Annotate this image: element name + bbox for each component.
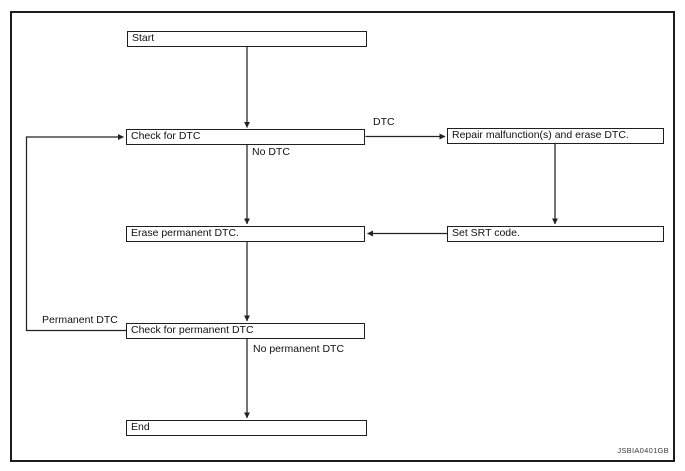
node-check-for-permanent-dtc: Check for permanent DTC — [126, 323, 365, 339]
node-end: End — [126, 420, 367, 436]
node-set-srt-code: Set SRT code. — [447, 226, 664, 242]
figure-code: JSBIA0401GB — [617, 446, 669, 455]
edge-label-permanent-dtc: Permanent DTC — [42, 314, 118, 326]
node-repair-malfunctions: Repair malfunction(s) and erase DTC. — [447, 128, 664, 144]
edge-label-no-permanent-dtc: No permanent DTC — [253, 343, 345, 355]
node-erase-permanent-dtc: Erase permanent DTC. — [126, 226, 365, 242]
node-check-for-dtc: Check for DTC — [126, 129, 365, 145]
diagram-border-frame — [10, 11, 675, 462]
connector-permanent-dtc-loop — [25, 134, 126, 332]
edge-label-dtc: DTC — [373, 116, 395, 128]
node-start: Start — [127, 31, 367, 47]
edge-label-no-dtc: No DTC — [252, 146, 290, 158]
